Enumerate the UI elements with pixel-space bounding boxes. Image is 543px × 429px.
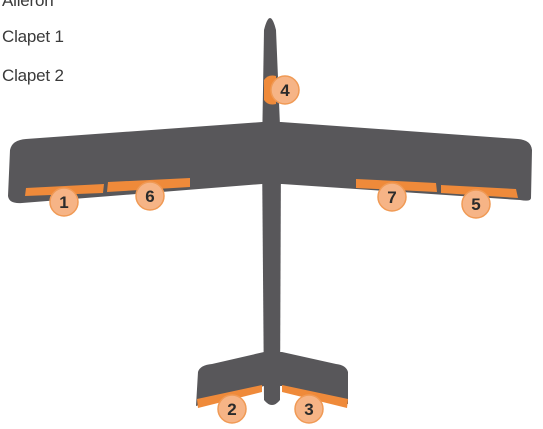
badge-6: 6 (135, 181, 165, 211)
legend-item-cut-off: Aileron (2, 0, 54, 10)
badge-7: 7 (377, 182, 407, 212)
badge-label: 5 (471, 195, 480, 214)
badge-2: 2 (217, 394, 247, 424)
badge-3: 3 (294, 394, 324, 424)
badge-5: 5 (461, 189, 491, 219)
badge-label: 7 (387, 188, 396, 207)
badge-label: 6 (145, 187, 154, 206)
legend-item-clapet-2: Clapet 2 (2, 66, 64, 85)
badge-label: 3 (304, 400, 313, 419)
legend-item-clapet-1: Clapet 1 (2, 27, 64, 46)
badge-label: 2 (227, 400, 236, 419)
fuselage (262, 18, 281, 405)
badge-label: 1 (59, 193, 68, 212)
badge-4: 4 (270, 75, 300, 105)
badge-1: 1 (49, 187, 79, 217)
badge-label: 4 (280, 81, 290, 100)
